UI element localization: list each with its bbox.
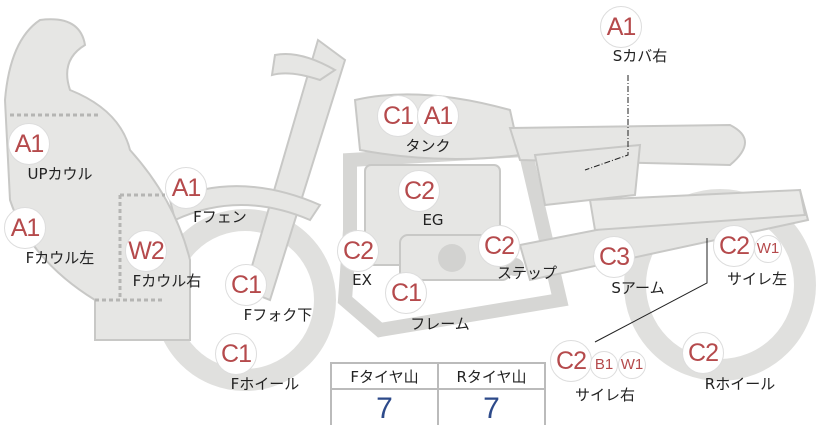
damage-badge-small[interactable]: W1 xyxy=(618,351,646,379)
damage-badge[interactable]: C2 xyxy=(713,225,755,267)
damage-badge[interactable]: W2 xyxy=(125,230,167,272)
f-tire-tread-value: 7 xyxy=(330,388,439,425)
part-label-exhaust: EX xyxy=(352,271,372,289)
damage-badge[interactable]: C2 xyxy=(682,332,724,374)
damage-badge-small[interactable]: W1 xyxy=(754,235,782,263)
part-label-frame: フレーム xyxy=(410,315,470,333)
damage-badge[interactable]: A1 xyxy=(4,207,46,249)
part-label-f-fender: Fフェン xyxy=(193,208,247,226)
damage-badge[interactable]: C2 xyxy=(337,230,379,272)
part-label-engine: EG xyxy=(422,211,444,229)
damage-badge[interactable]: C1 xyxy=(377,95,419,137)
damage-badge[interactable]: C1 xyxy=(215,333,257,375)
part-label-tank: タンク xyxy=(405,137,451,155)
part-label-f-fork-lower: Fフォク下 xyxy=(243,306,313,324)
damage-badge[interactable]: C3 xyxy=(593,236,635,278)
part-label-f-cowl-right: Fカウル右 xyxy=(132,272,202,290)
damage-badge[interactable]: C2 xyxy=(550,340,592,382)
tire-tread-table: Fタイヤ山 Rタイヤ山 7 7 xyxy=(330,362,546,425)
part-label-swingarm: Sアーム xyxy=(611,279,665,297)
part-label-muffler-left: サイレ左 xyxy=(726,270,788,288)
damage-badge[interactable]: A1 xyxy=(165,167,207,209)
part-label-up-cowl: UPカウル xyxy=(27,165,93,183)
r-tire-tread-header: Rタイヤ山 xyxy=(437,362,546,390)
damage-badge[interactable]: A1 xyxy=(8,123,50,165)
damage-badge[interactable]: C2 xyxy=(478,225,520,267)
r-tire-tread-value: 7 xyxy=(437,388,546,425)
damage-badge[interactable]: A1 xyxy=(417,95,459,137)
damage-badge[interactable]: A1 xyxy=(600,6,642,48)
part-label-f-cowl-left: Fカウル左 xyxy=(25,249,95,267)
part-label-s-cover-right: Sカバ右 xyxy=(612,47,668,65)
part-label-step: ステップ xyxy=(496,264,558,282)
part-label-muffler-right: サイレ右 xyxy=(574,386,636,404)
f-tire-tread-header: Fタイヤ山 xyxy=(330,362,439,390)
damage-badge[interactable]: C1 xyxy=(225,264,267,306)
damage-badge[interactable]: C1 xyxy=(385,272,427,314)
damage-badge[interactable]: C2 xyxy=(398,170,440,212)
damage-badge-small[interactable]: B1 xyxy=(590,351,618,379)
part-label-f-wheel: Fホイール xyxy=(230,375,300,393)
part-label-r-wheel: Rホイール xyxy=(704,375,776,393)
